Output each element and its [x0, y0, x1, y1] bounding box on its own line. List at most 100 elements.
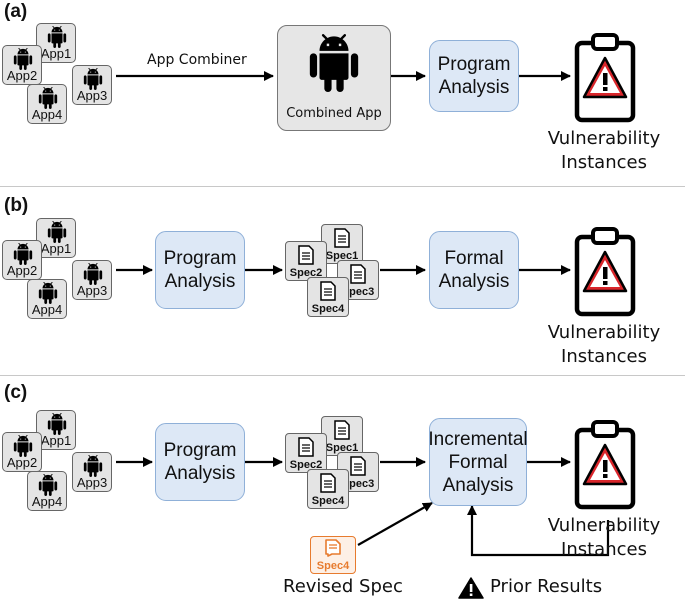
box-line: Analysis	[164, 463, 236, 484]
document-icon	[350, 264, 366, 284]
document-icon	[320, 281, 336, 301]
vuln-line: Instances	[561, 539, 647, 560]
app-label: App4	[31, 302, 63, 317]
revised-spec-label: Revised Spec	[283, 576, 403, 597]
combiner-label: App Combiner	[147, 52, 247, 68]
app-tile: App3	[72, 260, 112, 300]
box-line: Program	[437, 54, 511, 75]
app-label: App2	[6, 263, 38, 278]
app-stack: App1 App2 App3 App4	[2, 20, 114, 128]
document-icon	[298, 245, 314, 265]
clipboard-alert-icon	[574, 420, 636, 510]
app-tile: App4	[27, 84, 67, 124]
incremental-formal-analysis-box: Incremental Formal Analysis	[428, 418, 528, 506]
app-tile: App3	[72, 452, 112, 492]
app-stack: App1 App2 App3 App4	[2, 407, 114, 515]
revised-spec-icon: Spec4	[310, 536, 356, 574]
app-tile: App1	[36, 23, 76, 63]
document-icon	[320, 473, 336, 493]
vulnerability-label: Vulnerability Instances	[534, 514, 674, 562]
revised-spec-tag: Spec4	[316, 560, 350, 572]
app-tile: App2	[2, 432, 42, 472]
app-tile: App1	[36, 410, 76, 450]
app-tile: App4	[27, 471, 67, 511]
app-tile: App1	[36, 218, 76, 258]
android-icon	[38, 474, 58, 496]
android-icon	[38, 282, 58, 304]
panel-divider	[0, 375, 685, 376]
app-label: App4	[31, 107, 63, 122]
box-line: Analysis	[438, 77, 510, 98]
app-tile: App3	[72, 65, 112, 105]
spec-stack: Spec1 Spec2 Spec3 Spec4	[285, 416, 380, 512]
spec-tile: Spec2	[285, 433, 327, 473]
panel-label: (c)	[4, 382, 28, 403]
program-analysis-box: Program Analysis	[155, 423, 245, 501]
document-icon	[325, 539, 341, 557]
spec-tile: Spec4	[307, 277, 349, 317]
vulnerability-label: Vulnerability Instances	[534, 127, 674, 175]
android-icon	[47, 413, 67, 435]
box-line: Analysis	[438, 271, 510, 292]
combined-app-box: Combined App	[277, 25, 391, 131]
android-icon	[13, 48, 33, 70]
spec-stack: Spec1 Spec2 Spec3 Spec4	[285, 224, 380, 320]
document-icon	[334, 420, 350, 440]
vulnerability-label: Vulnerability Instances	[534, 321, 674, 369]
android-icon	[47, 221, 67, 243]
spec-label: Spec1	[325, 442, 359, 454]
app-label: App3	[76, 88, 108, 103]
program-analysis-box: Program Analysis	[155, 231, 245, 309]
vuln-line: Vulnerability	[547, 515, 661, 536]
formal-analysis-box: Formal Analysis	[429, 231, 519, 309]
app-label: App1	[40, 46, 72, 61]
document-icon	[298, 437, 314, 457]
app-tile: App2	[2, 240, 42, 280]
android-icon	[309, 34, 359, 92]
feedback-arrow	[467, 505, 610, 557]
box-line: Formal	[444, 248, 504, 269]
android-icon	[83, 68, 103, 90]
app-label: App4	[31, 494, 63, 509]
app-label: App3	[76, 283, 108, 298]
spec-label: Spec3	[341, 478, 375, 490]
box-line: Program	[163, 248, 237, 269]
vuln-line: Vulnerability	[547, 322, 661, 343]
clipboard-alert-icon	[574, 227, 636, 317]
app-label: App3	[76, 475, 108, 490]
spec-label: Spec2	[289, 267, 323, 279]
panel-divider	[0, 186, 685, 187]
spec-label: Spec3	[341, 286, 375, 298]
box-line: Analysis	[442, 474, 514, 496]
android-icon	[83, 455, 103, 477]
warning-icon	[458, 577, 484, 599]
android-icon	[13, 243, 33, 265]
clipboard-alert-icon	[574, 33, 636, 123]
spec-label: Spec1	[325, 250, 359, 262]
app-stack: App1 App2 App3 App4	[2, 215, 114, 323]
combined-app-label: Combined App	[286, 106, 382, 121]
android-icon	[83, 263, 103, 285]
android-icon	[38, 87, 58, 109]
spec-tile: Spec2	[285, 241, 327, 281]
box-line: Incremental	[428, 428, 528, 450]
app-label: App1	[40, 241, 72, 256]
app-label: App1	[40, 433, 72, 448]
spec-tile: Spec1	[321, 224, 363, 264]
app-tile: App2	[2, 45, 42, 85]
box-line: Formal	[448, 451, 508, 473]
spec-tile: Spec1	[321, 416, 363, 456]
prior-results-label: Prior Results	[490, 576, 603, 597]
arrow	[357, 502, 433, 546]
panel-label: (a)	[4, 1, 28, 22]
box-line: Program	[163, 440, 237, 461]
box-line: Analysis	[164, 271, 236, 292]
panel-label: (b)	[4, 195, 29, 216]
spec-label: Spec4	[311, 495, 345, 507]
spec-label: Spec4	[311, 303, 345, 315]
spec-label: Spec2	[289, 459, 323, 471]
vuln-line: Vulnerability	[547, 128, 661, 149]
android-icon	[13, 435, 33, 457]
